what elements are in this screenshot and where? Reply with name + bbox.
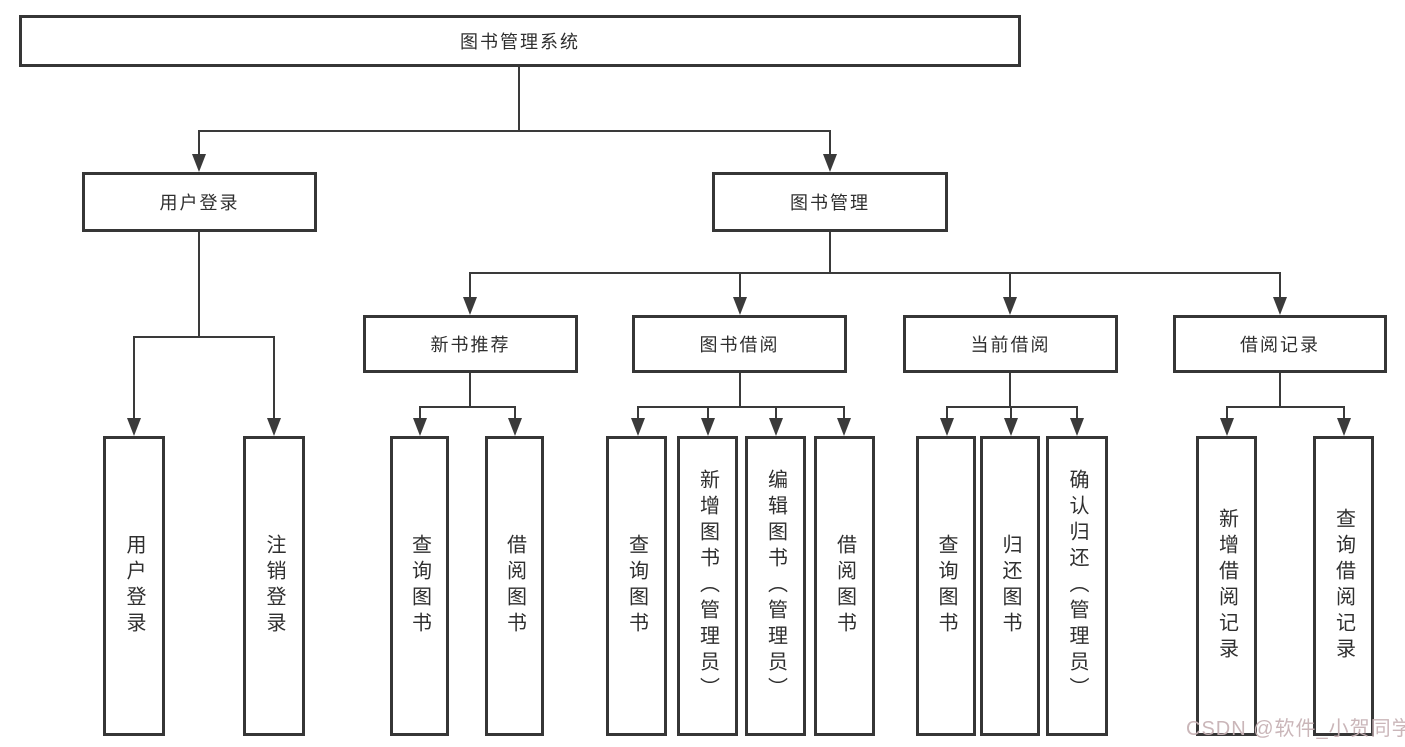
connector-line bbox=[707, 406, 709, 420]
connector-line bbox=[419, 406, 421, 420]
node-book-management: 图书管理 bbox=[712, 172, 948, 232]
arrowhead-down-icon bbox=[267, 418, 281, 436]
leaf-query-books-borrow: 查询图书 bbox=[606, 436, 667, 736]
node-label: 图书借阅 bbox=[699, 335, 780, 355]
arrowhead-down-icon bbox=[127, 418, 141, 436]
connector-line bbox=[1226, 406, 1228, 420]
node-label: 注销登录 bbox=[263, 534, 285, 638]
connector-line bbox=[946, 406, 948, 420]
node-current-borrow: 当前借阅 bbox=[903, 315, 1118, 373]
connector-line bbox=[469, 373, 471, 408]
node-label: 查询图书 bbox=[408, 534, 431, 638]
connector-line bbox=[829, 232, 831, 274]
leaf-return-books: 归还图书 bbox=[980, 436, 1040, 736]
node-label: 用户登录 bbox=[159, 193, 240, 213]
node-label: 新增图书（管理员） bbox=[696, 469, 719, 703]
connector-line bbox=[133, 336, 275, 338]
node-label: 用户登录 bbox=[123, 534, 145, 638]
connector-line bbox=[469, 272, 471, 299]
connector-line bbox=[1009, 272, 1011, 299]
connector-line bbox=[843, 406, 845, 420]
node-borrow-records: 借阅记录 bbox=[1173, 315, 1387, 373]
node-label: 查询借阅记录 bbox=[1332, 508, 1355, 664]
arrowhead-down-icon bbox=[837, 418, 851, 436]
arrowhead-down-icon bbox=[463, 297, 477, 315]
csdn-watermark: CSDN @软件_小贺同学 bbox=[1186, 718, 1405, 740]
leaf-edit-books-admin: 编辑图书（管理员） bbox=[745, 436, 806, 736]
node-label: 归还图书 bbox=[999, 534, 1021, 638]
connector-line bbox=[775, 406, 777, 420]
node-user-login: 用户登录 bbox=[82, 172, 317, 232]
connector-line bbox=[739, 272, 741, 299]
connector-line bbox=[1226, 406, 1344, 408]
leaf-query-books-current: 查询图书 bbox=[916, 436, 976, 736]
arrowhead-down-icon bbox=[1003, 297, 1017, 315]
node-label: 图书管理 bbox=[790, 193, 870, 213]
arrowhead-down-icon bbox=[1220, 418, 1234, 436]
connector-line bbox=[637, 406, 845, 408]
leaf-borrow-books-recommend: 借阅图书 bbox=[485, 436, 544, 736]
arrowhead-down-icon bbox=[769, 418, 783, 436]
connector-line bbox=[133, 336, 135, 420]
leaf-user-login: 用户登录 bbox=[103, 436, 165, 736]
leaf-logout: 注销登录 bbox=[243, 436, 305, 736]
connector-line bbox=[739, 373, 741, 408]
arrowhead-down-icon bbox=[1337, 418, 1351, 436]
leaf-add-books-admin: 新增图书（管理员） bbox=[677, 436, 738, 736]
node-book-borrow: 图书借阅 bbox=[632, 315, 847, 373]
arrowhead-down-icon bbox=[701, 418, 715, 436]
node-label: 编辑图书（管理员） bbox=[764, 469, 787, 703]
arrowhead-down-icon bbox=[1273, 297, 1287, 315]
connector-line bbox=[637, 406, 639, 420]
connector-line bbox=[198, 130, 200, 156]
node-label: 新增借阅记录 bbox=[1215, 508, 1238, 664]
leaf-add-borrow-record: 新增借阅记录 bbox=[1196, 436, 1257, 736]
connector-line bbox=[1279, 272, 1281, 299]
arrowhead-down-icon bbox=[192, 154, 206, 172]
node-library-management-system: 图书管理系统 bbox=[19, 15, 1021, 67]
connector-line bbox=[198, 232, 200, 338]
arrowhead-down-icon bbox=[733, 297, 747, 315]
connector-line bbox=[419, 406, 516, 408]
connector-line bbox=[273, 336, 275, 420]
connector-line bbox=[1343, 406, 1345, 420]
node-label: 查询图书 bbox=[935, 534, 957, 638]
node-label: 当前借阅 bbox=[970, 335, 1051, 355]
connector-line bbox=[198, 130, 831, 132]
connector-line bbox=[469, 272, 1281, 274]
connector-line bbox=[1010, 406, 1012, 420]
arrowhead-down-icon bbox=[1004, 418, 1018, 436]
leaf-borrow-books: 借阅图书 bbox=[814, 436, 875, 736]
node-label: 借阅图书 bbox=[833, 534, 856, 638]
arrowhead-down-icon bbox=[631, 418, 645, 436]
connector-line bbox=[518, 66, 520, 131]
node-label: 新书推荐 bbox=[430, 335, 511, 355]
arrowhead-down-icon bbox=[1070, 418, 1084, 436]
connector-line bbox=[1279, 373, 1281, 408]
leaf-confirm-return-admin: 确认归还（管理员） bbox=[1046, 436, 1108, 736]
node-label: 借阅图书 bbox=[503, 534, 526, 638]
connector-line bbox=[1076, 406, 1078, 420]
node-label: 确认归还（管理员） bbox=[1066, 469, 1088, 703]
connector-line bbox=[514, 406, 516, 420]
connector-line bbox=[1009, 373, 1011, 408]
node-label: 借阅记录 bbox=[1240, 335, 1320, 355]
node-label: 查询图书 bbox=[625, 534, 648, 638]
arrowhead-down-icon bbox=[823, 154, 837, 172]
arrowhead-down-icon bbox=[940, 418, 954, 436]
arrowhead-down-icon bbox=[508, 418, 522, 436]
leaf-query-books-recommend: 查询图书 bbox=[390, 436, 449, 736]
node-new-book-recommend: 新书推荐 bbox=[363, 315, 578, 373]
leaf-query-borrow-record: 查询借阅记录 bbox=[1313, 436, 1374, 736]
connector-line bbox=[829, 130, 831, 156]
arrowhead-down-icon bbox=[413, 418, 427, 436]
node-label: 图书管理系统 bbox=[460, 32, 580, 52]
